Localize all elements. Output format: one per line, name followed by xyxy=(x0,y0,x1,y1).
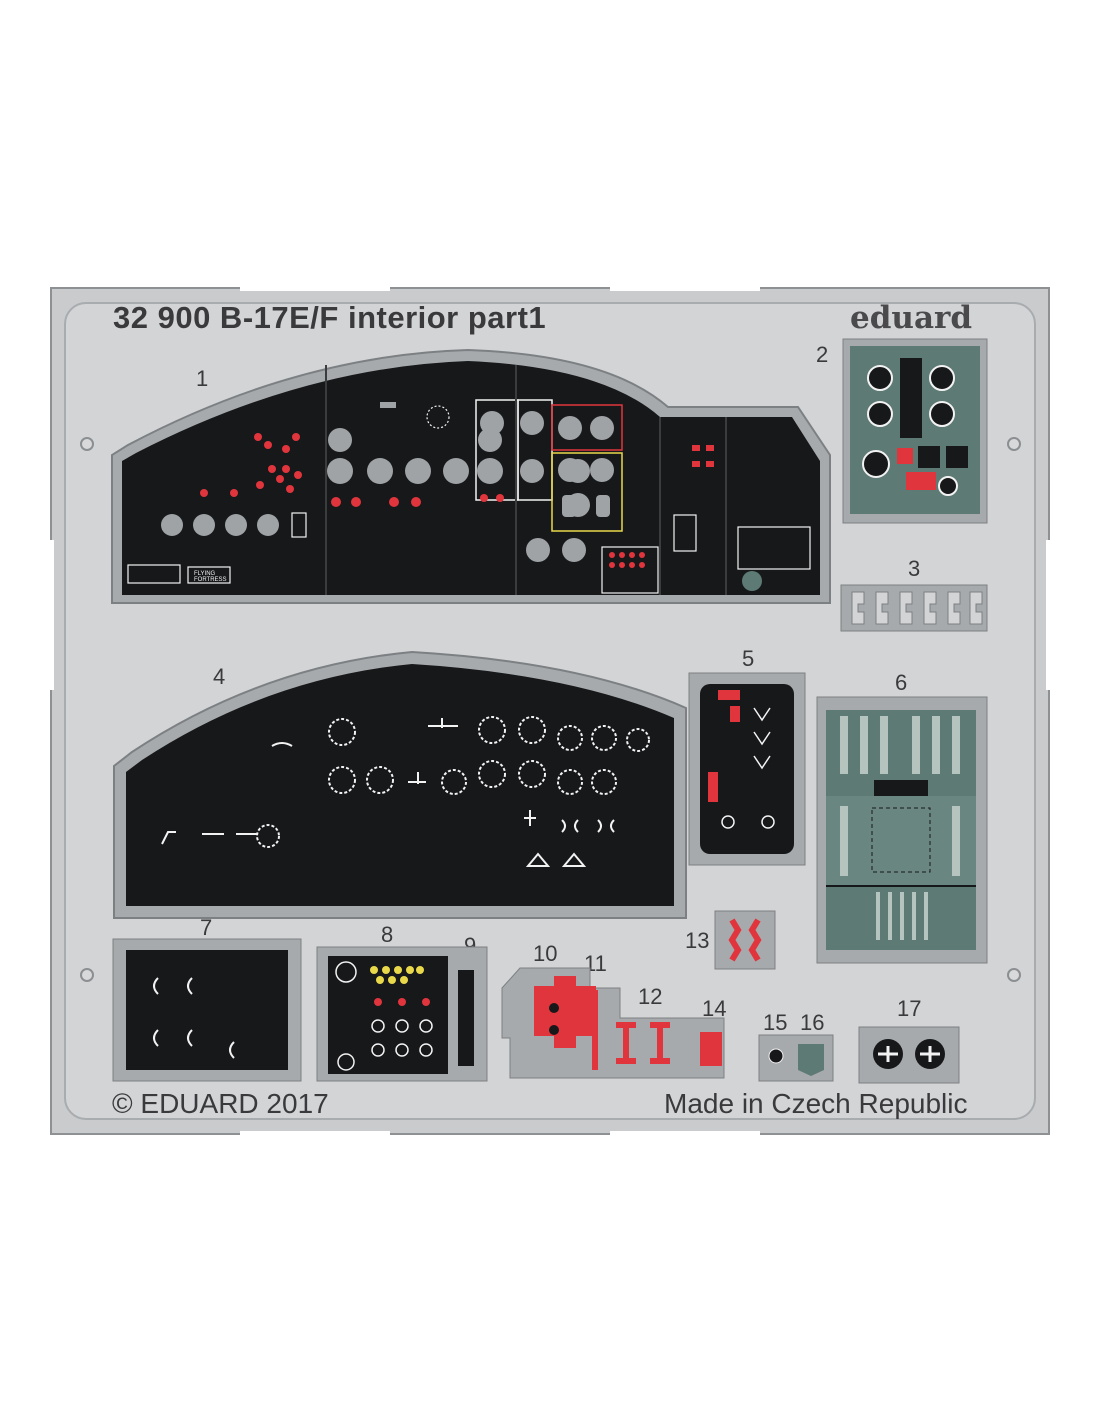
instrument-panel-markings xyxy=(113,650,687,919)
part-number-16: 16 xyxy=(800,1010,825,1035)
part-number-6: 6 xyxy=(895,670,908,695)
part-number-4: 4 xyxy=(213,664,226,689)
red-lever-pair xyxy=(714,910,776,970)
main-instrument-panel: FLYING FORTRESS xyxy=(111,348,831,604)
part-number-17: 17 xyxy=(897,996,922,1021)
red-frame xyxy=(551,404,623,451)
gauge-markings xyxy=(256,716,650,848)
round-indicator-pair xyxy=(858,1026,960,1084)
green-knob xyxy=(742,571,762,591)
part-number-15: 15 xyxy=(763,1010,788,1035)
frame-notch xyxy=(610,285,760,291)
part-number-13: 13 xyxy=(685,928,710,953)
mounting-hole xyxy=(1007,437,1021,451)
red-strip-part xyxy=(592,990,598,1070)
frame-notch xyxy=(240,1131,390,1137)
part-number-7: 7 xyxy=(200,915,213,940)
radio-panel xyxy=(816,696,988,964)
part-number-1: 1 xyxy=(196,366,209,391)
red-parts-group xyxy=(501,967,725,1079)
made-in-text: Made in Czech Republic xyxy=(664,1088,968,1119)
frame-notch xyxy=(240,285,390,291)
frame-notch xyxy=(610,1131,760,1137)
side-switch-panel xyxy=(688,672,806,866)
fret-title: 32 900 B-17E/F interior part1 xyxy=(113,300,547,335)
mounting-hole xyxy=(80,968,94,982)
part-number-10: 10 xyxy=(533,941,558,966)
clip-strip xyxy=(840,584,988,632)
part-number-12: 12 xyxy=(638,984,663,1009)
part-number-14: 14 xyxy=(702,996,727,1021)
green-instrument-panel xyxy=(842,338,988,524)
part-number-3: 3 xyxy=(908,556,921,581)
flying-fortress-logo-2: FORTRESS xyxy=(194,577,227,583)
frame-notch xyxy=(1046,540,1052,690)
brand-logo: eduard xyxy=(850,300,973,336)
copyright-text: © EDUARD 2017 xyxy=(112,1088,329,1119)
mounting-hole xyxy=(1007,968,1021,982)
part-number-2: 2 xyxy=(816,342,829,367)
switch-box-panel xyxy=(316,946,488,1082)
part-number-8: 8 xyxy=(381,922,394,947)
flying-fortress-logo-1: FLYING xyxy=(194,571,216,577)
mounting-hole xyxy=(80,437,94,451)
small-knob-parts xyxy=(758,1034,834,1082)
part-number-5: 5 xyxy=(742,646,755,671)
yellow-frame xyxy=(551,452,623,532)
frame-notch xyxy=(48,540,54,690)
red-box-part xyxy=(700,1032,722,1066)
red-switch-block xyxy=(906,472,936,490)
warning-lights xyxy=(200,433,714,568)
black-plate xyxy=(112,938,302,1082)
